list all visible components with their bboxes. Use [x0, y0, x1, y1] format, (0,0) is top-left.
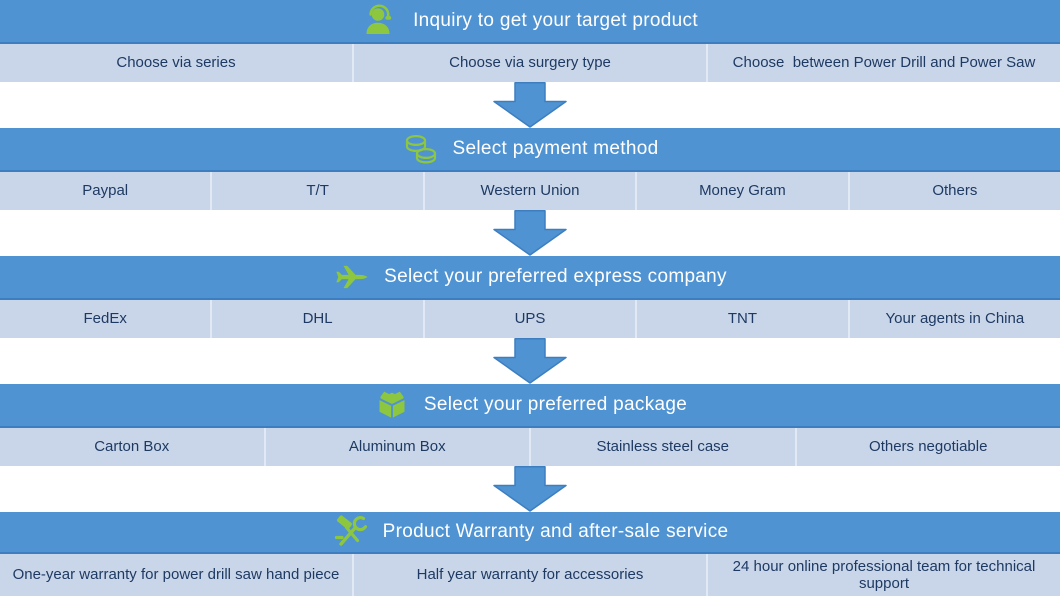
option-cell: Money Gram	[635, 172, 847, 210]
option-label: DHL	[302, 310, 333, 328]
step-header: Product Warranty and after-sale service	[0, 512, 1060, 554]
option-label: Paypal	[82, 182, 129, 200]
flow-arrow	[0, 338, 1060, 384]
option-label: 24 hour online professional team for tec…	[732, 557, 1040, 592]
option-label: Others negotiable	[869, 438, 988, 456]
option-label: Half year warranty for accessories	[416, 566, 644, 584]
package-box-icon	[373, 386, 411, 424]
flow-step-2: Select payment method Paypal T/T Western U…	[0, 128, 1060, 210]
option-label: Others	[932, 182, 978, 200]
option-label: Choose via series	[116, 54, 236, 72]
step-header: Select your preferred express company	[0, 256, 1060, 300]
down-arrow-icon	[493, 466, 567, 512]
option-label: Carton Box	[94, 438, 170, 456]
option-cell: FedEx	[0, 300, 210, 338]
step-options-row: FedEx DHL UPS TNT Your agents in China	[0, 300, 1060, 338]
option-label: Your agents in China	[885, 310, 1025, 328]
option-cell: Your agents in China	[847, 300, 1060, 338]
option-cell: TNT	[635, 300, 847, 338]
tools-icon	[332, 513, 370, 551]
option-cell: Carton Box	[0, 428, 264, 466]
option-cell: Choose via surgery type	[352, 44, 706, 82]
option-label: T/T	[306, 182, 329, 200]
down-arrow-icon	[493, 210, 567, 256]
flow-step-1: Inquiry to get your target product Choos…	[0, 0, 1060, 82]
option-cell: T/T	[210, 172, 422, 210]
coins-icon	[402, 130, 440, 168]
option-cell: One-year warranty for power drill saw ha…	[0, 554, 352, 596]
option-label: TNT	[727, 310, 757, 328]
flow-step-3: Select your preferred express company Fe…	[0, 256, 1060, 338]
flow-step-4: Select your preferred package Carton Box…	[0, 384, 1060, 466]
option-cell: DHL	[210, 300, 422, 338]
step-header: Select payment method	[0, 128, 1060, 172]
step-header: Select your preferred package	[0, 384, 1060, 428]
step-options-row: Paypal T/T Western Union Money Gram Others	[0, 172, 1060, 210]
flow-arrow	[0, 82, 1060, 128]
option-cell: Half year warranty for accessories	[352, 554, 706, 596]
option-label: Money Gram	[699, 182, 786, 200]
option-cell: Others	[847, 172, 1060, 210]
option-cell: Choose between Power Drill and Power Saw	[706, 44, 1060, 82]
step-title: Select your preferred package	[423, 394, 688, 415]
down-arrow-icon	[493, 338, 567, 384]
step-title: Product Warranty and after-sale service	[382, 521, 729, 542]
flow-arrow	[0, 210, 1060, 256]
step-title: Select your preferred express company	[384, 266, 727, 287]
option-cell: Aluminum Box	[263, 428, 530, 466]
support-agent-icon	[362, 2, 400, 40]
option-cell: Others negotiable	[794, 428, 1060, 466]
option-cell: Choose via series	[0, 44, 352, 82]
step-options-row: Carton Box Aluminum Box Stainless steel ca…	[0, 428, 1060, 466]
step-header: Inquiry to get your target product	[0, 0, 1060, 44]
step-options-row: Choose via series Choose via surgery type…	[0, 44, 1060, 82]
step-title: Select payment method	[452, 138, 659, 159]
option-label: Aluminum Box	[348, 438, 446, 456]
flow-step-5: Product Warranty and after-sale service …	[0, 512, 1060, 596]
option-label: One-year warranty for power drill saw ha…	[12, 566, 340, 584]
flow-arrow	[0, 466, 1060, 512]
option-label: Stainless steel case	[596, 438, 730, 456]
option-label: Western Union	[480, 182, 580, 200]
option-cell: UPS	[422, 300, 635, 338]
option-label: UPS	[514, 310, 546, 328]
option-label: FedEx	[83, 310, 127, 328]
airplane-icon	[333, 258, 371, 296]
option-cell: Stainless steel case	[529, 428, 795, 466]
option-label: Choose between Power Drill and Power Saw	[732, 54, 1036, 72]
option-cell: Paypal	[0, 172, 210, 210]
option-label: Choose via surgery type	[449, 54, 611, 72]
option-cell: Western Union	[422, 172, 635, 210]
step-title: Inquiry to get your target product	[413, 10, 698, 31]
down-arrow-icon	[493, 82, 567, 128]
option-cell: 24 hour online professional team for tec…	[706, 554, 1060, 596]
step-options-row: One-year warranty for power drill saw ha…	[0, 554, 1060, 596]
